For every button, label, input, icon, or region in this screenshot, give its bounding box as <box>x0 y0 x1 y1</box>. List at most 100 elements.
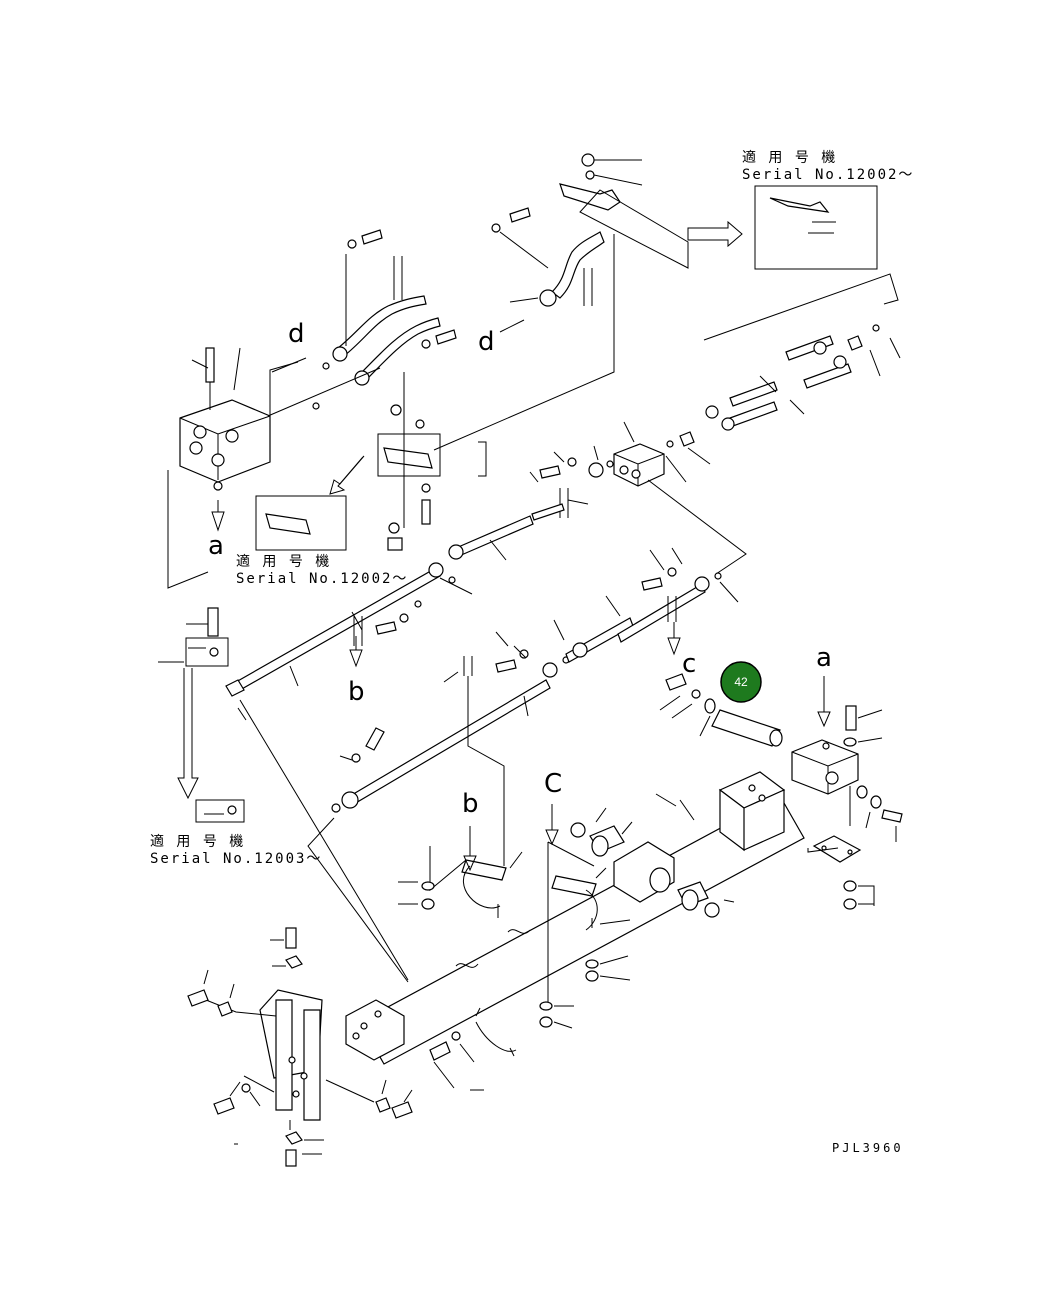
washer <box>519 649 529 659</box>
top-pipe-group: d <box>433 153 689 451</box>
bolt <box>421 499 431 525</box>
washer <box>491 223 501 233</box>
arrow-right-icon <box>687 220 743 248</box>
bolt <box>213 1097 235 1115</box>
washer <box>704 698 716 714</box>
serial-note-kanji: 適 用 号 機 <box>236 553 331 570</box>
bolt <box>495 659 517 673</box>
flange <box>588 462 604 478</box>
washer <box>241 1083 251 1093</box>
bolt <box>361 229 383 245</box>
bolt <box>187 989 209 1007</box>
ref-letter-c: c <box>682 649 696 679</box>
hose <box>729 401 778 427</box>
bolt <box>509 207 531 223</box>
pipe <box>531 503 565 521</box>
nut <box>843 898 857 910</box>
left-long-pipe: b 適 用 号 機 Serial No.12003～ <box>150 562 473 981</box>
bracket-detail <box>265 513 311 535</box>
manifold-block <box>613 443 665 487</box>
bolt <box>285 927 297 949</box>
hose <box>359 317 441 381</box>
middle-bent-pipe <box>307 595 634 983</box>
middle-block-group <box>448 421 747 575</box>
washer <box>399 613 409 623</box>
bolt <box>285 1149 297 1167</box>
ref-letter-a: a <box>816 643 832 673</box>
nut <box>375 1097 391 1113</box>
washer <box>388 522 400 534</box>
main-cylinder <box>345 771 805 1065</box>
washer <box>585 959 599 969</box>
snap-ring <box>704 902 720 918</box>
ref-letter-d: d <box>288 319 305 349</box>
nut <box>539 1016 553 1028</box>
callout-number: 42 <box>734 675 748 689</box>
nut <box>581 153 595 167</box>
valve-block-group: a <box>167 347 299 589</box>
block <box>719 788 785 852</box>
clamp <box>463 865 501 918</box>
end-block <box>791 739 859 795</box>
snap-ring <box>570 822 586 838</box>
washer <box>421 881 435 891</box>
serial-note-kanji: 適 用 号 機 <box>742 149 837 166</box>
fitting <box>225 679 245 697</box>
arrow-down-icon <box>667 622 681 656</box>
bolt <box>665 673 687 691</box>
clamp-bracket <box>461 859 507 881</box>
right-hoses <box>665 273 901 483</box>
callout-plane <box>579 189 689 269</box>
detail-box <box>754 185 878 270</box>
u-bolt <box>353 616 363 646</box>
arrow-down-icon <box>211 500 225 532</box>
washer <box>451 1031 461 1041</box>
fitting <box>341 791 359 809</box>
right-pipe-group: c <box>617 547 739 679</box>
leader-lines <box>808 221 836 234</box>
support-bracket-group <box>187 927 413 1167</box>
bolt <box>207 607 219 637</box>
bolt <box>365 727 385 751</box>
support-leg <box>303 1009 321 1121</box>
u-bolt <box>393 256 403 300</box>
arrow-down-icon <box>177 668 199 800</box>
bolt <box>391 1101 413 1119</box>
nut <box>585 970 599 982</box>
ref-letter-d: d <box>478 327 495 357</box>
ref-letter-b: b <box>348 677 365 707</box>
hose <box>729 381 778 407</box>
pipe <box>455 515 534 557</box>
hose <box>803 363 852 389</box>
serial-note-serial: Serial No.12002～ <box>742 167 914 183</box>
arrow-down-icon <box>817 676 831 728</box>
washer <box>539 1001 553 1011</box>
hose <box>337 295 427 357</box>
washer <box>421 339 431 349</box>
arrow-left-down-icon <box>329 455 365 495</box>
u-bolt <box>583 268 593 306</box>
pipe <box>617 583 706 643</box>
plate <box>812 835 862 863</box>
valve-block <box>179 399 271 483</box>
serial-note-kanji: 適 用 号 機 <box>150 833 245 850</box>
upper-left-pipes: d <box>267 229 457 417</box>
flange <box>448 544 464 560</box>
arrow-down-icon <box>349 636 363 668</box>
flange <box>539 289 557 307</box>
pipe <box>349 679 551 805</box>
washer <box>421 483 431 493</box>
bolt <box>845 705 857 731</box>
washer <box>585 170 595 180</box>
u-bolt <box>463 656 473 676</box>
bolt <box>375 621 397 635</box>
arrow-down-icon <box>545 804 559 846</box>
bolt <box>429 1041 451 1061</box>
clamp <box>475 1007 517 1057</box>
support-leg <box>275 999 293 1111</box>
ref-letter-C: C <box>544 769 562 799</box>
serial-note-serial: Serial No.12002～ <box>236 571 408 587</box>
serial-note-serial: Serial No.12003～ <box>150 851 322 867</box>
u-bolt <box>667 596 677 622</box>
bolt <box>205 347 215 383</box>
